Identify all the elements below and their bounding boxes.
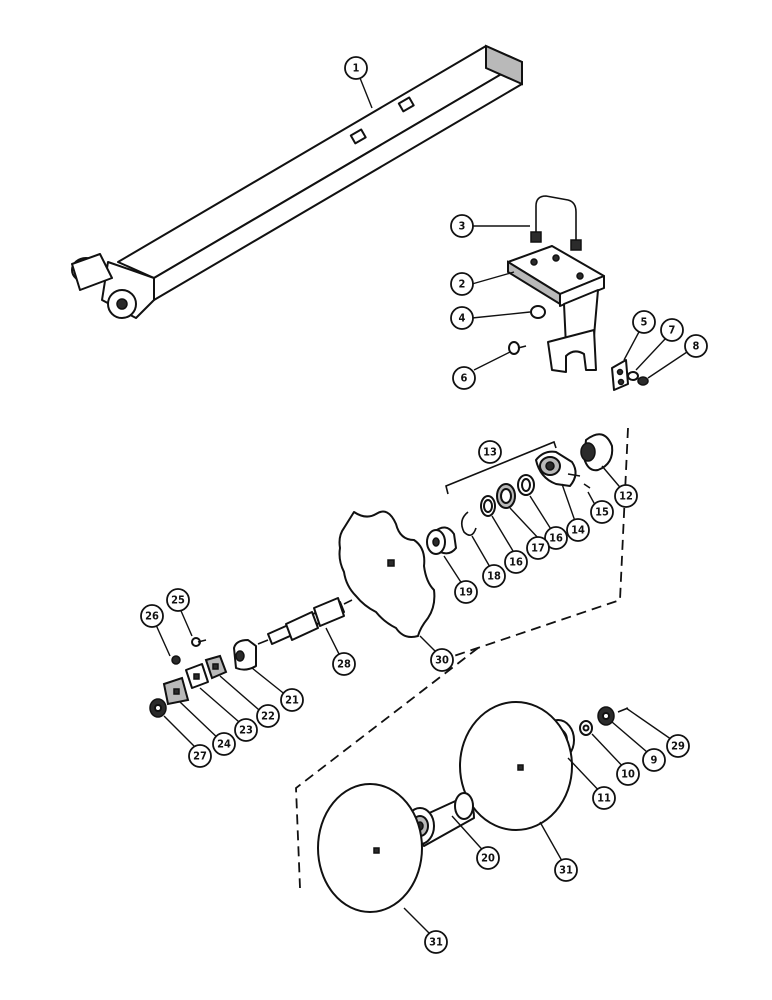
svg-text:22: 22 bbox=[261, 710, 275, 723]
svg-text:24: 24 bbox=[217, 738, 231, 751]
svg-text:2: 2 bbox=[459, 278, 466, 291]
part-beam bbox=[71, 44, 523, 319]
callout-12: 12 bbox=[614, 484, 638, 508]
svg-text:7: 7 bbox=[669, 324, 676, 337]
svg-text:26: 26 bbox=[145, 610, 159, 623]
svg-text:29: 29 bbox=[671, 740, 685, 753]
part-plate-washer-nut bbox=[611, 359, 649, 391]
svg-text:28: 28 bbox=[337, 658, 351, 671]
svg-text:16: 16 bbox=[509, 556, 523, 569]
svg-text:11: 11 bbox=[597, 792, 611, 805]
callout-31-right: 31 bbox=[554, 858, 578, 882]
callout-4: 4 bbox=[450, 306, 474, 330]
part-hub-hardware bbox=[149, 637, 257, 718]
callout-31-left: 31 bbox=[424, 930, 448, 954]
bracket-13 bbox=[445, 440, 557, 495]
part-bearing-assembly bbox=[426, 433, 614, 555]
svg-text:1: 1 bbox=[353, 62, 360, 75]
svg-text:31: 31 bbox=[559, 864, 573, 877]
group-outline-discs bbox=[295, 647, 479, 889]
callout-22: 22 bbox=[256, 704, 280, 728]
svg-text:5: 5 bbox=[641, 316, 648, 329]
callout-25: 25 bbox=[166, 588, 190, 612]
svg-text:4: 4 bbox=[459, 312, 466, 325]
callout-1: 1 bbox=[344, 56, 368, 80]
callout-29: 29 bbox=[666, 734, 690, 758]
svg-text:15: 15 bbox=[595, 506, 609, 519]
callout-10: 10 bbox=[616, 762, 640, 786]
callout-18: 18 bbox=[482, 564, 506, 588]
callout-16-lower: 16 bbox=[504, 550, 528, 574]
callout-26: 26 bbox=[140, 604, 164, 628]
svg-text:6: 6 bbox=[461, 372, 468, 385]
part-bracket bbox=[507, 245, 605, 373]
svg-text:20: 20 bbox=[481, 852, 495, 865]
callout-21: 21 bbox=[280, 688, 304, 712]
svg-text:25: 25 bbox=[171, 594, 185, 607]
callout-15: 15 bbox=[590, 500, 614, 524]
callout-5: 5 bbox=[632, 310, 656, 334]
part-axle bbox=[257, 597, 353, 645]
callout-11: 11 bbox=[592, 786, 616, 810]
callout-8: 8 bbox=[684, 334, 708, 358]
callout-7: 7 bbox=[660, 318, 684, 342]
callout-27: 27 bbox=[188, 744, 212, 768]
svg-text:14: 14 bbox=[571, 524, 585, 537]
callout-16-upper: 16 bbox=[544, 526, 568, 550]
callout-19: 19 bbox=[454, 580, 478, 604]
svg-text:16: 16 bbox=[549, 532, 563, 545]
callout-9: 9 bbox=[642, 748, 666, 772]
svg-text:10: 10 bbox=[621, 768, 635, 781]
callout-23: 23 bbox=[234, 718, 258, 742]
part-notched-disc bbox=[338, 510, 436, 638]
svg-text:8: 8 bbox=[693, 340, 700, 353]
svg-text:27: 27 bbox=[193, 750, 207, 763]
callout-6: 6 bbox=[452, 366, 476, 390]
svg-text:3: 3 bbox=[459, 220, 466, 233]
svg-text:12: 12 bbox=[619, 490, 633, 503]
callout-3: 3 bbox=[450, 214, 474, 238]
svg-text:23: 23 bbox=[239, 724, 253, 737]
svg-text:9: 9 bbox=[651, 754, 658, 767]
svg-text:17: 17 bbox=[531, 542, 545, 555]
svg-text:19: 19 bbox=[459, 586, 473, 599]
callout-28: 28 bbox=[332, 652, 356, 676]
callout-30: 30 bbox=[430, 648, 454, 672]
callout-20: 20 bbox=[476, 846, 500, 870]
callout-24: 24 bbox=[212, 732, 236, 756]
leader-lines bbox=[151, 77, 691, 941]
part-bolt bbox=[508, 341, 527, 355]
svg-text:30: 30 bbox=[435, 654, 449, 667]
part-plain-discs bbox=[317, 701, 573, 913]
svg-text:18: 18 bbox=[487, 570, 501, 583]
callout-13: 13 bbox=[478, 440, 502, 464]
callout-2: 2 bbox=[450, 272, 474, 296]
part-u-bolt bbox=[530, 195, 582, 251]
svg-text:21: 21 bbox=[285, 694, 299, 707]
part-nut bbox=[530, 305, 546, 319]
callout-14: 14 bbox=[566, 518, 590, 542]
svg-text:13: 13 bbox=[483, 446, 497, 459]
callout-17: 17 bbox=[526, 536, 550, 560]
svg-text:31: 31 bbox=[429, 936, 443, 949]
